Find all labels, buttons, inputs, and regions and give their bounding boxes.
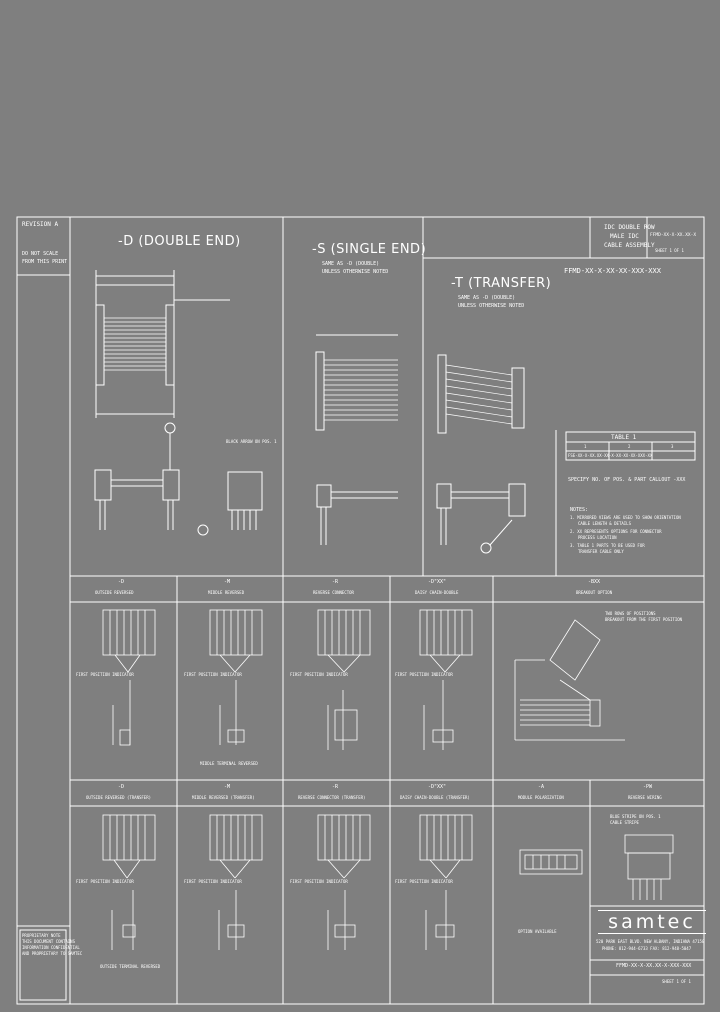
revision-note-2: FROM THIS PRINT xyxy=(22,259,68,265)
revision-label: REVISION A xyxy=(22,221,59,228)
note-2b: PROCESS LOCATION xyxy=(578,535,617,540)
first-position-callout-8: FIRST POSITION INDICATOR xyxy=(395,879,453,884)
note-3: 3. TABLE 1 PARTS TO BE USED FOR xyxy=(570,543,645,548)
single-end-title: -S (SINGLE END) xyxy=(312,242,427,257)
single-end-sub-1: SAME AS -D (DOUBLE) xyxy=(322,261,380,267)
reverse-wiring-callout-1: BLUE STRIPE ON POS. 1 xyxy=(610,814,661,819)
transfer-title: -T (TRANSFER) xyxy=(451,276,552,291)
row1-diagrams xyxy=(102,609,625,750)
table-row: FSE-XX-X-XX.XX-XX-X-XX-XX-XX-XXX-XX xyxy=(568,453,653,458)
stamp-line-2: THIS DOCUMENT CONTAINS xyxy=(22,939,75,944)
row2-label-6: REVERSE WIRING xyxy=(628,795,662,800)
title-sheet: SHEET 1 OF 1 xyxy=(655,248,684,253)
row1-label-3: REVERSE CONNECTOR xyxy=(313,590,354,595)
transfer-sub-2: UNLESS OTHERWISE NOTED xyxy=(458,303,525,309)
first-position-callout-1: FIRST POSITION INDICATOR xyxy=(76,672,134,677)
row2-label-5: MODULE POLARIZATION xyxy=(518,795,564,800)
breakout-callout-2: BREAKOUT FROM THE FIRST POSITION xyxy=(605,617,683,622)
row1-label-1: OUTSIDE REVERSED xyxy=(95,590,134,595)
row1-code-4: -D"XX" xyxy=(428,579,447,585)
bottom-doc-number: FFMD-XX-X-XX.XX-X-XXX-XXX xyxy=(616,963,692,969)
specify-note: SPECIFY NO. OF POS. & PART CALLOUT -XXX xyxy=(568,477,686,483)
note-1: 1. MIRRORED VIEWS ARE USED TO SHOW ORIEN… xyxy=(570,515,681,520)
double-end-cable xyxy=(94,270,263,536)
row2-code-3: -R xyxy=(332,784,339,790)
stamp-line-1: PROPRIETARY NOTE xyxy=(22,933,61,938)
first-position-callout-4: FIRST POSITION INDICATOR xyxy=(395,672,453,677)
row1-code-5: -BXX xyxy=(588,579,601,585)
title-line-2: MALE IDC xyxy=(610,233,639,240)
middle-terminal-callout: MIDDLE TERMINAL REVERSED xyxy=(200,761,258,766)
revision-note-1: DO NOT SCALE xyxy=(22,251,59,257)
double-end-title: -D (DOUBLE END) xyxy=(118,234,241,249)
note-1b: CABLE LENGTH & DETAILS xyxy=(578,521,631,526)
row1-label-2: MIDDLE REVERSED xyxy=(208,590,245,595)
first-position-callout-5: FIRST POSITION INDICATOR xyxy=(76,879,134,884)
row2-label-4: DAISY CHAIN-DOUBLE (TRANSFER) xyxy=(400,795,470,800)
transfer-cable xyxy=(436,354,526,554)
note-2: 2. XX REPRESENTS OPTIONS FOR CONNECTOR xyxy=(570,529,662,534)
row2-code-2: -M xyxy=(224,784,231,790)
part-code: FFMD-XX-X-XX-XX-XXX-XXX xyxy=(564,267,661,275)
notes-header: NOTES: xyxy=(570,507,589,513)
reverse-wiring-callout-2: CABLE STRIPE xyxy=(610,820,639,825)
polarization-callout: BLACK ARROW ON POS. 1 xyxy=(226,439,277,444)
table-1-header: TABLE 1 xyxy=(611,434,637,441)
row1-code-1: -D xyxy=(118,579,125,585)
first-position-callout-6: FIRST POSITION INDICATOR xyxy=(184,879,242,884)
single-end-cable xyxy=(315,334,398,545)
row2-label-2: MIDDLE REVERSED (TRANSFER) xyxy=(192,795,255,800)
row2-code-6: -PW xyxy=(643,784,653,790)
row1-label-4: DAISY CHAIN-DOUBLE xyxy=(415,590,459,595)
row1-code-3: -R xyxy=(332,579,339,585)
table-col-1: 1 xyxy=(584,444,587,449)
row1-label-5: BREAKOUT OPTION xyxy=(576,590,613,595)
row2-diagrams xyxy=(102,814,674,950)
address-line-2: PHONE: 812-944-6733 FAX: 812-948-5047 xyxy=(602,946,692,951)
row2-code-5: -A xyxy=(538,784,545,790)
row2-label-3: REVERSE CONNECTOR (TRANSFER) xyxy=(298,795,366,800)
samtec-logo: samtec xyxy=(598,910,706,934)
first-position-callout-2: FIRST POSITION INDICATOR xyxy=(184,672,242,677)
module-callout: OPTION AVAILABLE xyxy=(518,929,557,934)
row2-label-1: OUTSIDE REVERSED (TRANSFER) xyxy=(86,795,152,800)
note-3b: TRANSFER CABLE ONLY xyxy=(578,549,624,554)
stamp-line-4: AND PROPRIETARY TO SAMTEC xyxy=(22,951,83,956)
title-line-3: CABLE ASSEMBLY xyxy=(604,242,655,249)
first-position-callout-7: FIRST POSITION INDICATOR xyxy=(290,879,348,884)
outside-terminal-callout: OUTSIDE TERMINAL REVERSED xyxy=(100,964,161,969)
title-part-number: FFMD-XX-X-XX.XX-X xyxy=(650,233,697,238)
row1-code-2: -M xyxy=(224,579,231,585)
title-line-1: IDC DOUBLE ROW xyxy=(604,224,655,231)
row2-code-1: -D xyxy=(118,784,125,790)
row2-code-4: -D"XX" xyxy=(428,784,447,790)
stamp-line-3: INFORMATION CONFIDENTIAL xyxy=(22,945,80,950)
breakout-callout-1: TWO ROWS OF POSITIONS xyxy=(605,611,656,616)
single-end-sub-2: UNLESS OTHERWISE NOTED xyxy=(322,269,389,275)
table-col-2: 2 xyxy=(628,444,631,449)
bottom-sheet: SHEET 1 OF 1 xyxy=(662,979,691,984)
first-position-callout-3: FIRST POSITION INDICATOR xyxy=(290,672,348,677)
transfer-sub-1: SAME AS -D (DOUBLE) xyxy=(458,295,516,301)
address-line-1: 520 PARK EAST BLVD. NEW ALBANY, INDIANA … xyxy=(596,939,705,944)
table-col-3: 3 xyxy=(671,444,674,449)
